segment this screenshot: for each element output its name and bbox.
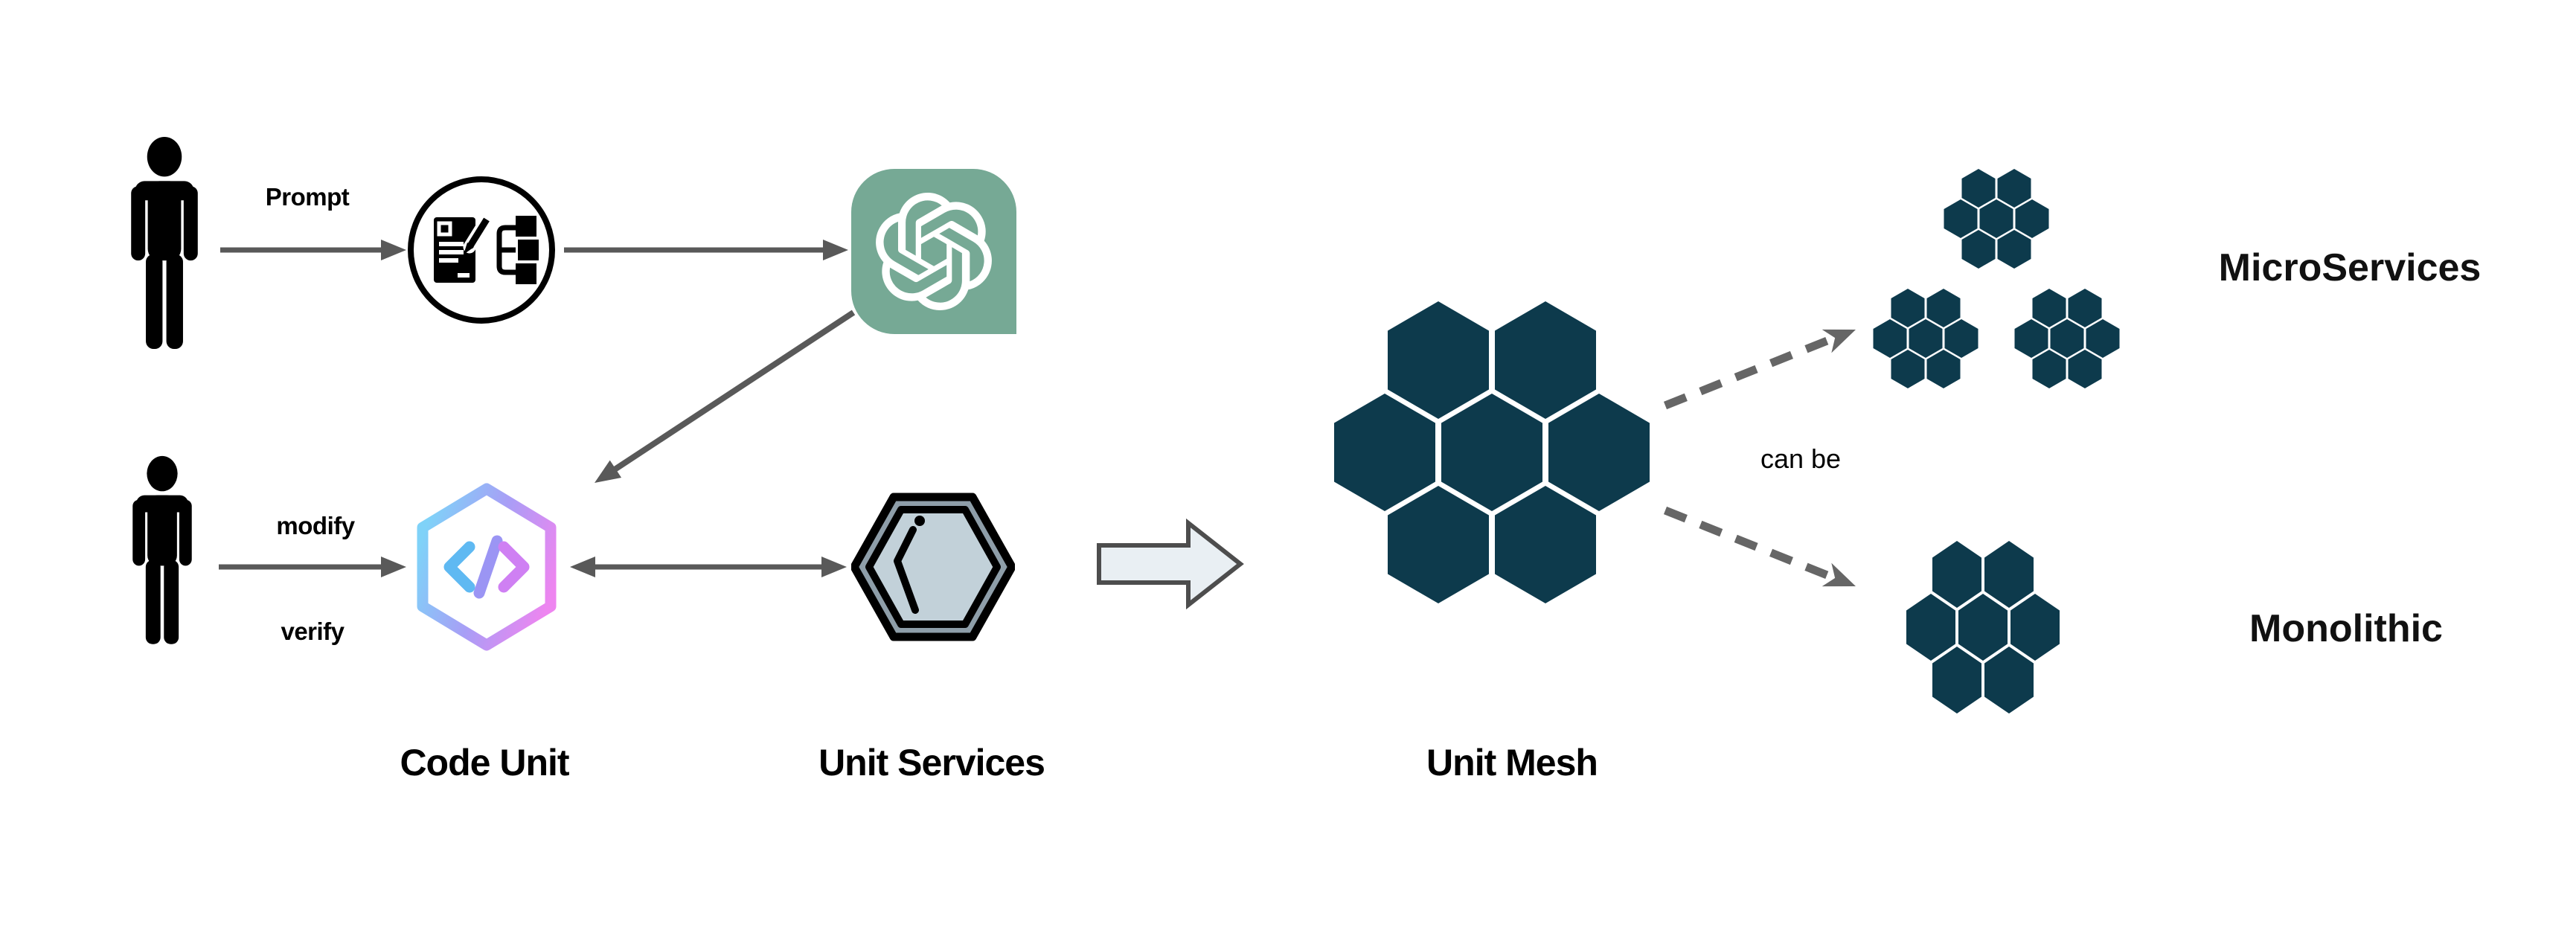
hexagon-cell [1961, 169, 1996, 208]
arrow-modify [219, 557, 406, 577]
honeycomb-microservice-icon [1873, 289, 1979, 388]
hexagon-cell [1944, 199, 1978, 238]
unit-mesh-caption: Unit Mesh [1426, 742, 1598, 783]
hexagon-cell [1944, 319, 1979, 358]
microservices-label: MicroServices [2218, 246, 2482, 289]
code-unit-hexagon-icon [417, 483, 557, 651]
hexagon-cell [1984, 647, 2034, 714]
honeycomb-microservice-icon [1944, 169, 2049, 269]
hexagon-cell [1388, 486, 1489, 603]
hexagon-cell [1909, 319, 1943, 358]
monolithic-label: Monolithic [2249, 607, 2443, 650]
dashed-arrow-microservices [1663, 329, 1856, 410]
hexagon-cell [2011, 594, 2060, 661]
openai-knot [876, 193, 992, 310]
arrow-openai-to-codeunit [595, 310, 856, 483]
hexagon-cell [2032, 350, 2066, 388]
hexagon-cell [1873, 319, 1907, 358]
modify-label: modify [276, 512, 355, 539]
code-chevron-right [498, 541, 530, 593]
hexagon-cell [1891, 289, 1925, 327]
honeycomb-mesh-icon [1334, 301, 1650, 603]
hexagon-cell [1548, 394, 1650, 511]
person-icon [131, 136, 198, 349]
hexagon-cell [1979, 199, 2013, 238]
hexagon-cell [1891, 350, 1925, 388]
hexagon-cell [1495, 301, 1596, 419]
hexagon-cell [2068, 350, 2102, 388]
hexagon-cell [2086, 319, 2120, 358]
hexagon-cell [1334, 394, 1435, 511]
hexagon-cell [1932, 647, 1981, 714]
requirements-doc-icon [408, 176, 555, 324]
hexagon-cell [1495, 486, 1596, 603]
openai-logo-icon [851, 169, 1016, 334]
verify-label: verify [281, 618, 345, 645]
hexagon-cell [2068, 289, 2102, 327]
code-slash [473, 535, 503, 599]
hexagon-cell [1932, 541, 1981, 608]
honeycomb-microservice-icon [2014, 289, 2120, 388]
dashed-arrow-monolithic [1663, 506, 1856, 587]
block-arrow-right-icon [1097, 519, 1244, 609]
hexagon-cell [2014, 319, 2048, 358]
hexagon-cell [1961, 230, 1996, 269]
code-chevron-left [443, 541, 475, 593]
hexagon-cell [2050, 319, 2084, 358]
unit-services-caption: Unit Services [818, 742, 1045, 783]
can-be-label: can be [1760, 443, 1842, 474]
hexagon-cell [1984, 541, 2034, 608]
hexagon-cell [2032, 289, 2066, 327]
hexagon-cell [1441, 394, 1542, 511]
unit-services-hexagon-icon [851, 493, 1015, 641]
hexagon-cell [1906, 594, 1955, 661]
hexagon-cell [2015, 199, 2049, 238]
hexagon-cell [1388, 301, 1489, 419]
hexagon-cell [1926, 350, 1961, 388]
prompt-label: Prompt [265, 183, 350, 211]
hexagon-cell [1958, 594, 2008, 661]
arrow-bidirectional [570, 557, 847, 577]
person-icon [132, 455, 192, 644]
hexagon-cell [1926, 289, 1961, 327]
arrow-doc-to-openai [564, 240, 848, 260]
hexagon-cell [1997, 169, 2031, 208]
arrow-prompt [220, 240, 406, 260]
code-unit-caption: Code Unit [400, 742, 569, 783]
honeycomb-monolith-icon [1906, 541, 2060, 714]
hexagon-cell [1997, 230, 2031, 269]
